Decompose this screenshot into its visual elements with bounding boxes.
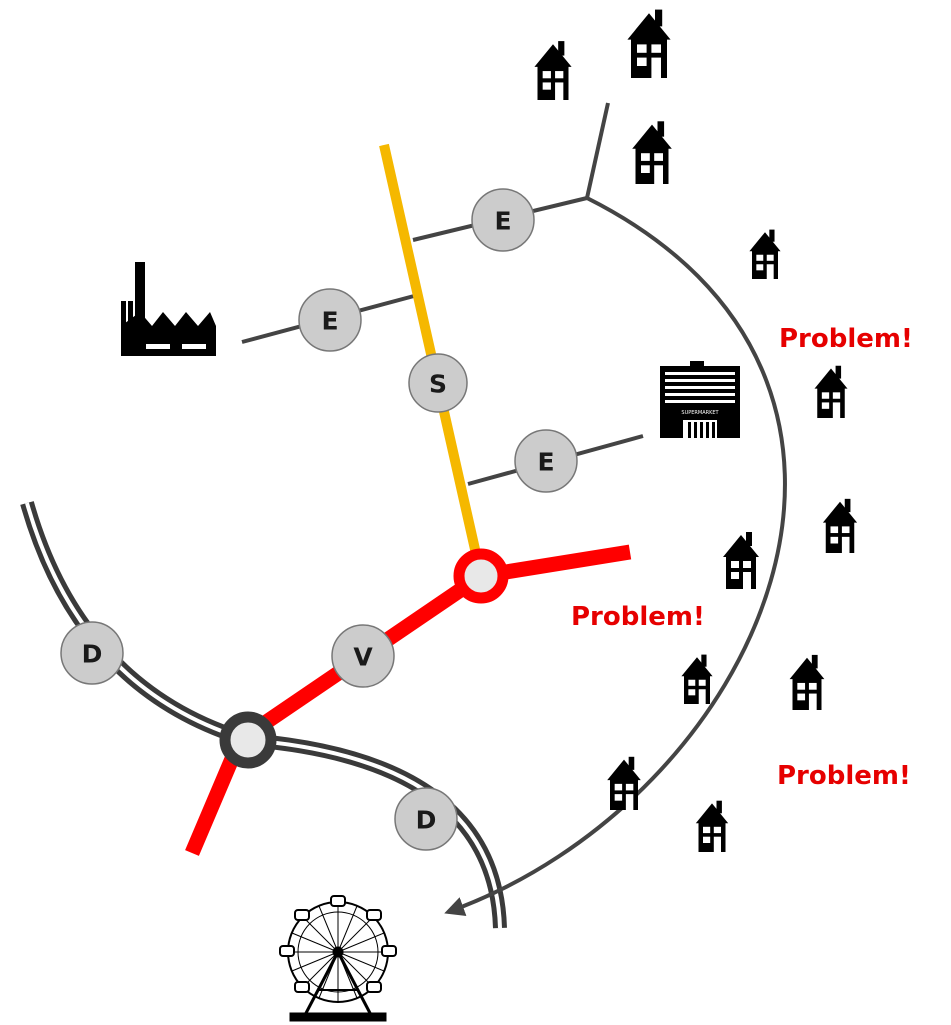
node-d-2: D <box>394 787 458 851</box>
house-icon <box>749 229 781 279</box>
problem-label-1: Problem! <box>779 324 913 354</box>
house-icon <box>607 756 641 810</box>
junction-arterial-collector <box>453 548 509 604</box>
node-e-1: E <box>471 188 535 252</box>
svg-text:D: D <box>82 640 103 669</box>
svg-text:E: E <box>537 448 554 477</box>
node-e-3: E <box>514 429 578 493</box>
house-icon <box>695 800 729 852</box>
svg-text:V: V <box>353 643 373 672</box>
supermarket-icon: SUPERMARKET <box>660 361 740 438</box>
house-icon <box>534 41 572 100</box>
svg-text:E: E <box>321 307 338 336</box>
problem-label-2: Problem! <box>571 602 705 632</box>
svg-text:E: E <box>494 207 511 236</box>
house-icon <box>627 9 671 78</box>
house-icon <box>723 532 759 589</box>
problem-label-3: Problem! <box>777 761 911 791</box>
node-s: S <box>408 353 468 413</box>
node-e-2: E <box>298 288 362 352</box>
svg-text:D: D <box>416 806 437 835</box>
house-icon <box>814 365 848 418</box>
house-icon <box>681 654 713 704</box>
node-v: V <box>331 624 395 688</box>
house-icon <box>822 498 858 553</box>
ferris-wheel-icon <box>279 895 397 1022</box>
house-icon <box>632 121 672 184</box>
node-d-1: D <box>60 621 124 685</box>
junction-arterial-distributor <box>219 711 277 769</box>
house-icon <box>789 654 825 710</box>
supermarket-sign: SUPERMARKET <box>681 410 719 416</box>
svg-text:S: S <box>429 370 447 399</box>
factory-icon <box>121 262 216 356</box>
